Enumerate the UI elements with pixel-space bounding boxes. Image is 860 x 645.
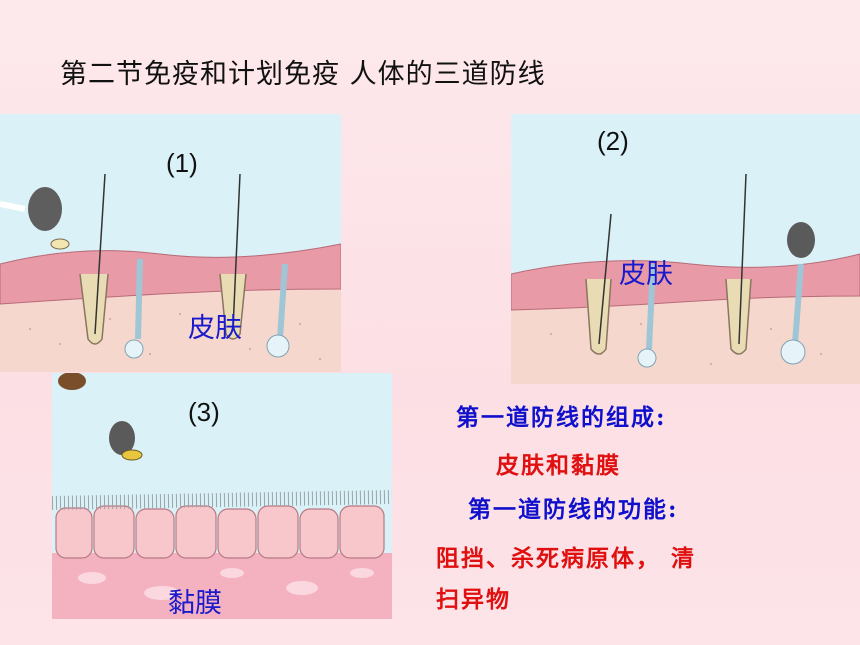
- panel-number: (2): [597, 126, 629, 156]
- panel-caption: 黏膜: [168, 588, 222, 619]
- pathogen-character-icon: [28, 187, 62, 231]
- panel-caption: 皮肤: [619, 259, 673, 290]
- pathogen-character-icon: [109, 421, 135, 455]
- composition-heading: 第一道防线的组成:: [456, 404, 667, 431]
- pathogen-character-icon: [787, 222, 815, 258]
- skin-illustration-2: (2) 皮肤: [511, 114, 860, 384]
- mucosa-illustration: (3) 黏膜: [52, 373, 392, 619]
- skin-illustration-1: (1) 皮肤: [0, 114, 341, 372]
- function-heading: 第一道防线的功能:: [468, 496, 679, 523]
- function-text-line2: 扫异物: [436, 586, 511, 613]
- function-text-line1: 阻挡、杀死病原体， 清: [436, 545, 697, 572]
- panel-number: (1): [166, 148, 198, 178]
- panel-caption: 皮肤: [188, 313, 242, 344]
- composition-value: 皮肤和黏膜: [496, 452, 621, 479]
- panel-number: (3): [188, 397, 220, 427]
- slide-title: 第二节免疫和计划免疫 人体的三道防线: [60, 59, 546, 90]
